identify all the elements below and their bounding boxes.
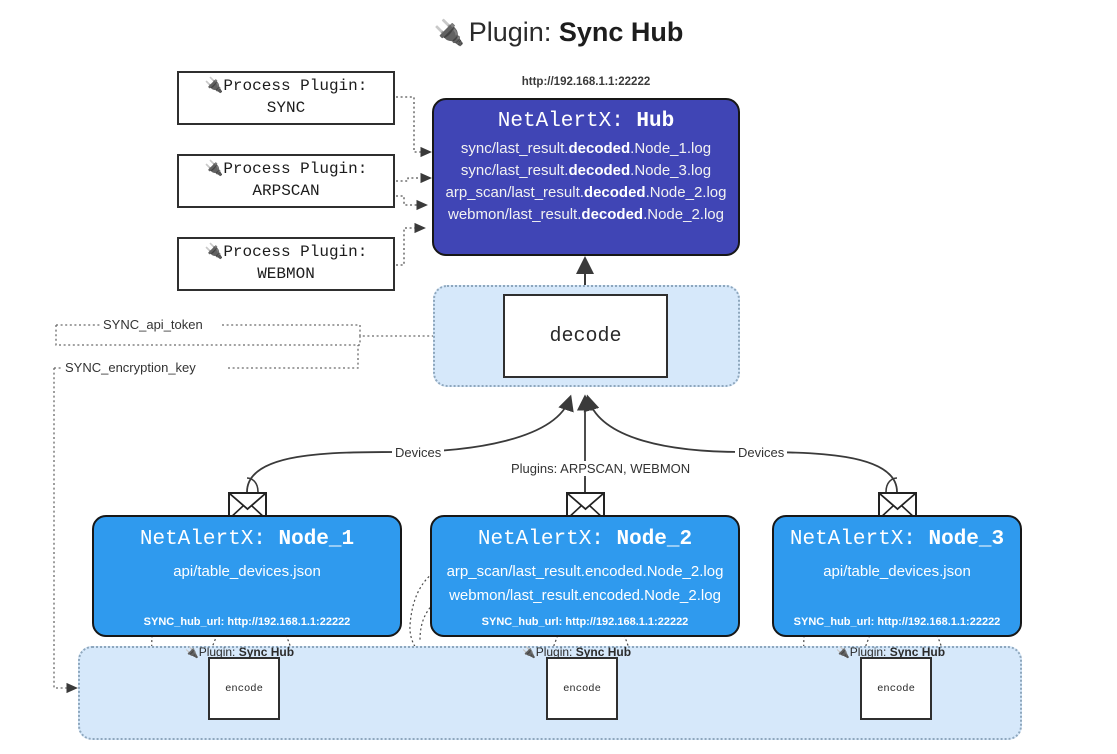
node-title-prefix: NetAlertX: <box>789 528 929 551</box>
node-line-list: api/table_devices.json <box>774 563 1020 580</box>
plug-icon: 🔌 <box>185 647 199 659</box>
process-plugin-arpscan[interactable]: 🔌Process Plugin: ARPSCAN <box>177 154 395 208</box>
node-line-list: api/table_devices.json <box>94 563 400 580</box>
log-post: .Node_2.log <box>645 184 727 201</box>
plug-icon: 🔌 <box>433 19 465 47</box>
encode-box-node-2[interactable]: encode <box>546 657 618 720</box>
plug-icon: 🔌 <box>836 647 850 659</box>
node-title-prefix: NetAlertX: <box>139 528 279 551</box>
node-title-name: Node_3 <box>928 528 1005 551</box>
log-pre: arp_scan/last_result. <box>445 184 584 201</box>
node-title-name: Node_1 <box>278 528 355 551</box>
log-mid: decoded <box>568 162 631 179</box>
log-pre: webmon/last_result. <box>448 206 582 223</box>
proc-plugin-name: SYNC <box>266 99 306 117</box>
hub-title-name: Hub <box>636 110 675 133</box>
node-footer: SYNC_hub_url: http://192.168.1.1:22222 <box>143 616 351 628</box>
page-title-prefix: Plugin: <box>468 17 559 47</box>
encoder-caption-node-2: 🔌Plugin: Sync Hub <box>522 645 631 659</box>
proc-plugin-name: ARPSCAN <box>252 182 320 200</box>
plug-icon: 🔌 <box>204 160 224 178</box>
plug-icon: 🔌 <box>204 243 224 261</box>
node-line: api/table_devices.json <box>823 563 971 580</box>
sync-encryption-key-label: SYNC_encryption_key <box>62 360 199 375</box>
node-line-list: arp_scan/last_result.encoded.Node_2.log … <box>432 563 738 604</box>
node-title-prefix: NetAlertX: <box>477 528 617 551</box>
node-title: NetAlertX: Node_1 <box>94 528 400 551</box>
proc-plugin-title: Process Plugin: <box>223 77 368 96</box>
log-post: .Node_3.log <box>630 162 712 179</box>
log-post: .Node_2.log <box>643 206 724 223</box>
edge-label-devices-left: Devices <box>392 445 445 460</box>
hub-log-line: webmon/last_result.decoded.Node_2.log <box>434 206 738 223</box>
log-post: .Node_1.log <box>630 140 712 157</box>
encoder-caption-node-1: 🔌Plugin: Sync Hub <box>185 645 294 659</box>
encoder-caption-prefix: Plugin: <box>535 645 576 659</box>
proc-plugin-title: Process Plugin: <box>223 160 368 179</box>
edge-label-plugins: Plugins: ARPSCAN, WEBMON <box>508 461 694 476</box>
decode-box[interactable]: decode <box>503 294 668 378</box>
log-pre: sync/last_result. <box>460 162 569 179</box>
encoder-caption-name: Sync Hub <box>889 645 946 659</box>
hub-url-label: http://192.168.1.1:22222 <box>521 76 651 88</box>
process-plugin-sync[interactable]: 🔌Process Plugin: SYNC <box>177 71 395 125</box>
node-footer: SYNC_hub_url: http://192.168.1.1:22222 <box>481 616 689 628</box>
plug-icon: 🔌 <box>204 77 224 95</box>
process-plugin-webmon[interactable]: 🔌Process Plugin: WEBMON <box>177 237 395 291</box>
hub-title-prefix: NetAlertX: <box>497 110 637 133</box>
page-title: 🔌Plugin: Sync Hub <box>0 16 1117 48</box>
hub-title: NetAlertX: Hub <box>434 110 738 133</box>
encode-box-node-3[interactable]: encode <box>860 657 932 720</box>
node-line: webmon/last_result.encoded.Node_2.log <box>449 587 721 604</box>
node-card-node-2[interactable]: NetAlertX: Node_2 arp_scan/last_result.e… <box>430 515 740 637</box>
encoder-caption-name: Sync Hub <box>575 645 632 659</box>
hub-log-line: sync/last_result.decoded.Node_3.log <box>434 162 738 179</box>
page-title-name: Sync Hub <box>558 17 684 47</box>
node-footer: SYNC_hub_url: http://192.168.1.1:22222 <box>793 616 1001 628</box>
hub-log-list: sync/last_result.decoded.Node_1.log sync… <box>434 140 738 223</box>
node-card-node-3[interactable]: NetAlertX: Node_3 api/table_devices.json… <box>772 515 1022 637</box>
proc-plugin-title: Process Plugin: <box>223 243 368 262</box>
node-card-node-1[interactable]: NetAlertX: Node_1 api/table_devices.json… <box>92 515 402 637</box>
envelope-icon <box>566 492 605 520</box>
hub-log-line: sync/last_result.decoded.Node_1.log <box>434 140 738 157</box>
node-title-name: Node_2 <box>616 528 693 551</box>
sync-api-token-label: SYNC_api_token <box>100 317 206 332</box>
proc-plugin-line1: 🔌Process Plugin: <box>205 159 368 181</box>
encoder-caption-prefix: Plugin: <box>849 645 890 659</box>
log-mid: decoded <box>583 184 646 201</box>
proc-plugin-name: WEBMON <box>257 265 315 283</box>
node-line: arp_scan/last_result.encoded.Node_2.log <box>446 563 724 580</box>
encoder-caption-prefix: Plugin: <box>198 645 239 659</box>
hub-node[interactable]: NetAlertX: Hub sync/last_result.decoded.… <box>432 98 740 256</box>
encode-box-node-1[interactable]: encode <box>208 657 280 720</box>
log-mid: decoded <box>568 140 631 157</box>
edge-label-devices-right: Devices <box>735 445 788 460</box>
proc-plugin-line1: 🔌Process Plugin: <box>205 76 368 98</box>
node-title: NetAlertX: Node_3 <box>774 528 1020 551</box>
encoder-caption-name: Sync Hub <box>238 645 295 659</box>
hub-log-line: arp_scan/last_result.decoded.Node_2.log <box>434 184 738 201</box>
log-pre: sync/last_result. <box>460 140 569 157</box>
log-mid: decoded <box>581 206 644 223</box>
encoder-caption-node-3: 🔌Plugin: Sync Hub <box>836 645 945 659</box>
node-line: api/table_devices.json <box>173 563 321 580</box>
node-title: NetAlertX: Node_2 <box>432 528 738 551</box>
proc-plugin-line1: 🔌Process Plugin: <box>205 242 368 264</box>
plug-icon: 🔌 <box>522 647 536 659</box>
